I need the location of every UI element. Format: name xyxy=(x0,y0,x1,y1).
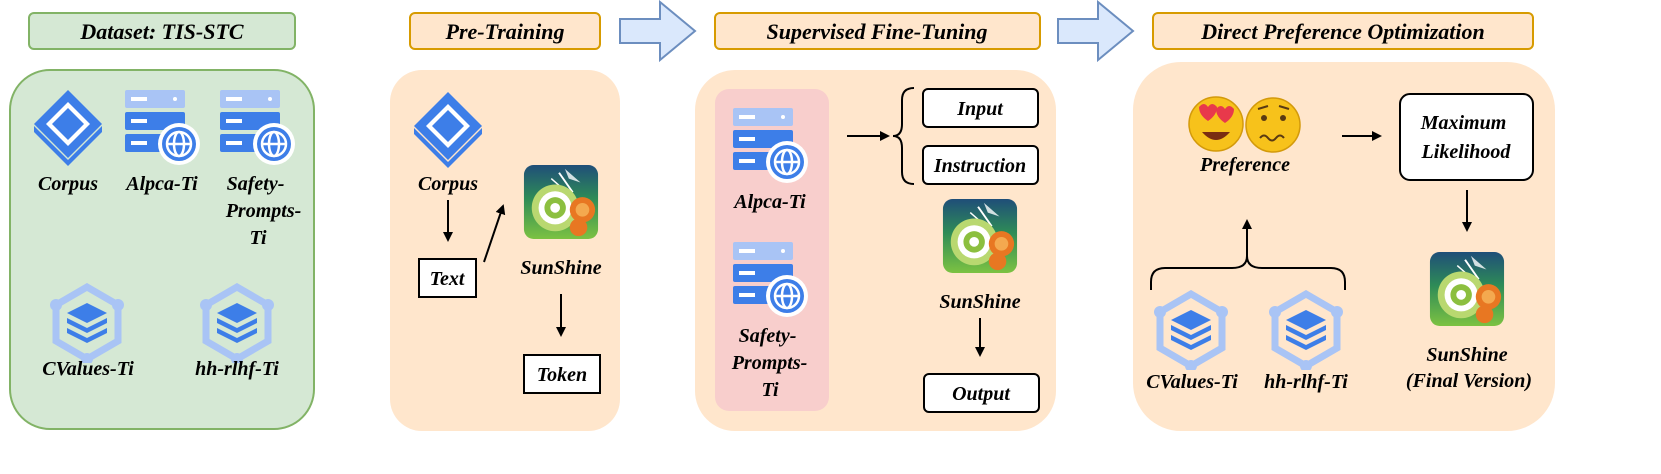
max-likelihood-label: Maximum Likelihood xyxy=(1420,112,1512,163)
dpo-title-box xyxy=(1152,12,1534,50)
final-version-label: (Final Version) xyxy=(1406,370,1532,392)
sft-title-box xyxy=(714,12,1041,50)
pretraining-corpus-label: Corpus xyxy=(418,173,478,195)
pretraining-title-box xyxy=(409,12,601,50)
dpo-title: Direct Preference Optimization xyxy=(1200,19,1485,44)
sft-sunshine-logo xyxy=(941,197,1019,275)
text-box xyxy=(418,258,477,298)
alpca-label: Alpca-Ti xyxy=(124,173,198,195)
hhrlhf-label: hh-rlhf-Ti xyxy=(195,358,279,380)
worried-emoji-icon xyxy=(1245,97,1301,153)
pretraining-panel: Pre-Training Corpus Text SunShine Token xyxy=(390,12,620,431)
token-label: Token xyxy=(537,364,587,386)
dataset-title-box xyxy=(28,12,296,50)
dpo-model-label: SunShine xyxy=(1426,344,1507,366)
output-label: Output xyxy=(952,383,1011,405)
arrow-text-to-model xyxy=(483,204,506,263)
pretraining-title: Pre-Training xyxy=(445,19,565,44)
safety-label: Safety- Prompts- Ti xyxy=(225,173,307,249)
sft-safety-label: Safety- Prompts- Ti xyxy=(731,325,813,401)
pretraining-sunshine-logo xyxy=(522,163,600,241)
output-box xyxy=(923,373,1040,413)
instruction-label: Instruction xyxy=(933,155,1026,177)
heart-eyes-emoji-icon xyxy=(1188,96,1244,152)
brace-inputs xyxy=(892,87,915,185)
dpo-hhrlhf-label: hh-rlhf-Ti xyxy=(1264,371,1348,393)
dpo-cvalues-label: CValues-Ti xyxy=(1146,371,1238,393)
dataset-panel: Dataset: TIS-STC Corpus Alpca-Ti Safety-… xyxy=(9,12,315,430)
instruction-box xyxy=(922,145,1039,185)
stage-arrow-1 xyxy=(619,0,697,63)
dpo-sunshine-logo xyxy=(1428,250,1506,328)
sft-alpca-label: Alpca-Ti xyxy=(732,191,806,213)
dpo-panel: Direct Preference Optimization Preferenc… xyxy=(1133,12,1555,431)
dataset-title: Dataset: TIS-STC xyxy=(79,19,244,44)
input-label: Input xyxy=(956,98,1004,120)
token-box xyxy=(523,354,601,394)
cvalues-label: CValues-Ti xyxy=(42,358,134,380)
sft-model-label: SunShine xyxy=(939,291,1020,313)
pretraining-model-label: SunShine xyxy=(520,257,601,279)
max-likelihood-box xyxy=(1399,93,1534,181)
text-label: Text xyxy=(430,268,466,290)
sft-panel: Supervised Fine-Tuning Alpca-Ti Safety- … xyxy=(695,12,1056,431)
stage-arrow-2 xyxy=(1057,0,1135,63)
input-box xyxy=(922,88,1039,128)
sft-title: Supervised Fine-Tuning xyxy=(766,19,987,44)
preference-label: Preference xyxy=(1199,154,1290,176)
corpus-label: Corpus xyxy=(38,173,98,195)
pretraining-box xyxy=(390,70,620,431)
